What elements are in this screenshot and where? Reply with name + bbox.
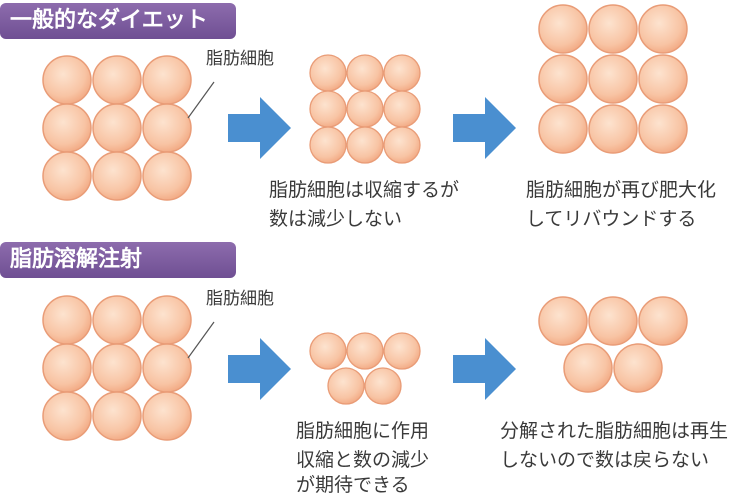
section-header-diet: 一般的なダイエット	[0, 3, 236, 39]
fat-cell	[638, 54, 688, 104]
fat-cell	[42, 151, 92, 201]
caption-rebound-line-1: 脂肪細胞が再び肥大化	[526, 179, 717, 201]
fat-cell	[309, 90, 347, 128]
fat-cell	[142, 391, 192, 441]
fat-cell	[538, 54, 588, 104]
fat-cell	[92, 103, 142, 153]
fat-cell	[309, 126, 347, 164]
fat-cells-initial-diet	[42, 55, 192, 201]
fat-cell-label: 脂肪細胞	[206, 289, 274, 309]
fat-cell	[383, 54, 421, 92]
fat-cell	[92, 55, 142, 105]
fat-cell	[383, 332, 421, 370]
caption-rebound-line-2: してリバウンドする	[526, 208, 697, 230]
right-arrow-icon	[228, 338, 291, 400]
fat-cell	[538, 104, 588, 154]
fat-cell	[42, 391, 92, 441]
fat-cell	[42, 55, 92, 105]
caption-no-regen-line-1: 分解された脂肪細胞は再生	[500, 420, 729, 442]
fat-cell	[42, 343, 92, 393]
fat-cell	[92, 391, 142, 441]
caption-effect-line-1: 脂肪細胞に作用	[296, 420, 430, 442]
fat-cell	[588, 296, 638, 346]
fat-cell	[92, 343, 142, 393]
fat-cell	[142, 55, 192, 105]
right-arrow-icon	[228, 97, 291, 159]
fat-cell	[588, 104, 638, 154]
caption-shrink-line-2: 数は減少しない	[269, 208, 403, 230]
fat-cell	[538, 4, 588, 54]
fat-cell	[613, 343, 663, 393]
fat-cell	[364, 367, 402, 405]
fat-cell	[638, 104, 688, 154]
label-leader-line	[187, 321, 215, 359]
fat-cell	[588, 54, 638, 104]
caption-shrink-line-1: 脂肪細胞は収縮するが	[269, 179, 460, 201]
section-header-injection: 脂肪溶解注射	[0, 242, 236, 278]
fat-cell	[638, 4, 688, 54]
fat-cell	[142, 151, 192, 201]
fat-cells-initial-injection	[42, 295, 192, 441]
fat-cell	[142, 295, 192, 345]
fat-cell	[346, 126, 384, 164]
caption-no-regen-line-2: しないので数は戻らない	[500, 449, 710, 471]
fat-cell	[383, 90, 421, 128]
fat-cell	[538, 296, 588, 346]
fat-cell	[346, 90, 384, 128]
right-arrow-icon	[453, 338, 516, 400]
fat-cells-rebound-diet	[538, 4, 688, 154]
fat-cell	[588, 4, 638, 54]
fat-cells-shrunk-diet	[309, 54, 421, 164]
fat-cell	[142, 103, 192, 153]
fat-cell-label: 脂肪細胞	[206, 49, 274, 69]
right-arrow-icon	[453, 97, 516, 159]
caption-effect-line-2: 収縮と数の減少	[296, 449, 430, 471]
fat-cell	[638, 296, 688, 346]
fat-cell	[92, 151, 142, 201]
fat-cell	[563, 343, 613, 393]
label-leader-line	[187, 81, 215, 119]
fat-cell	[42, 295, 92, 345]
fat-cell	[42, 103, 92, 153]
fat-cell	[346, 54, 384, 92]
fat-cell	[142, 343, 192, 393]
fat-cell	[92, 295, 142, 345]
fat-cell	[383, 126, 421, 164]
fat-cell	[327, 367, 365, 405]
fat-cell	[309, 54, 347, 92]
fat-cell	[309, 332, 347, 370]
fat-cells-no-rebound-injection	[538, 296, 688, 393]
fat-cell	[346, 332, 384, 370]
caption-effect-line-3: が期待できる	[296, 474, 410, 496]
fat-cells-reduced-injection	[309, 332, 421, 405]
